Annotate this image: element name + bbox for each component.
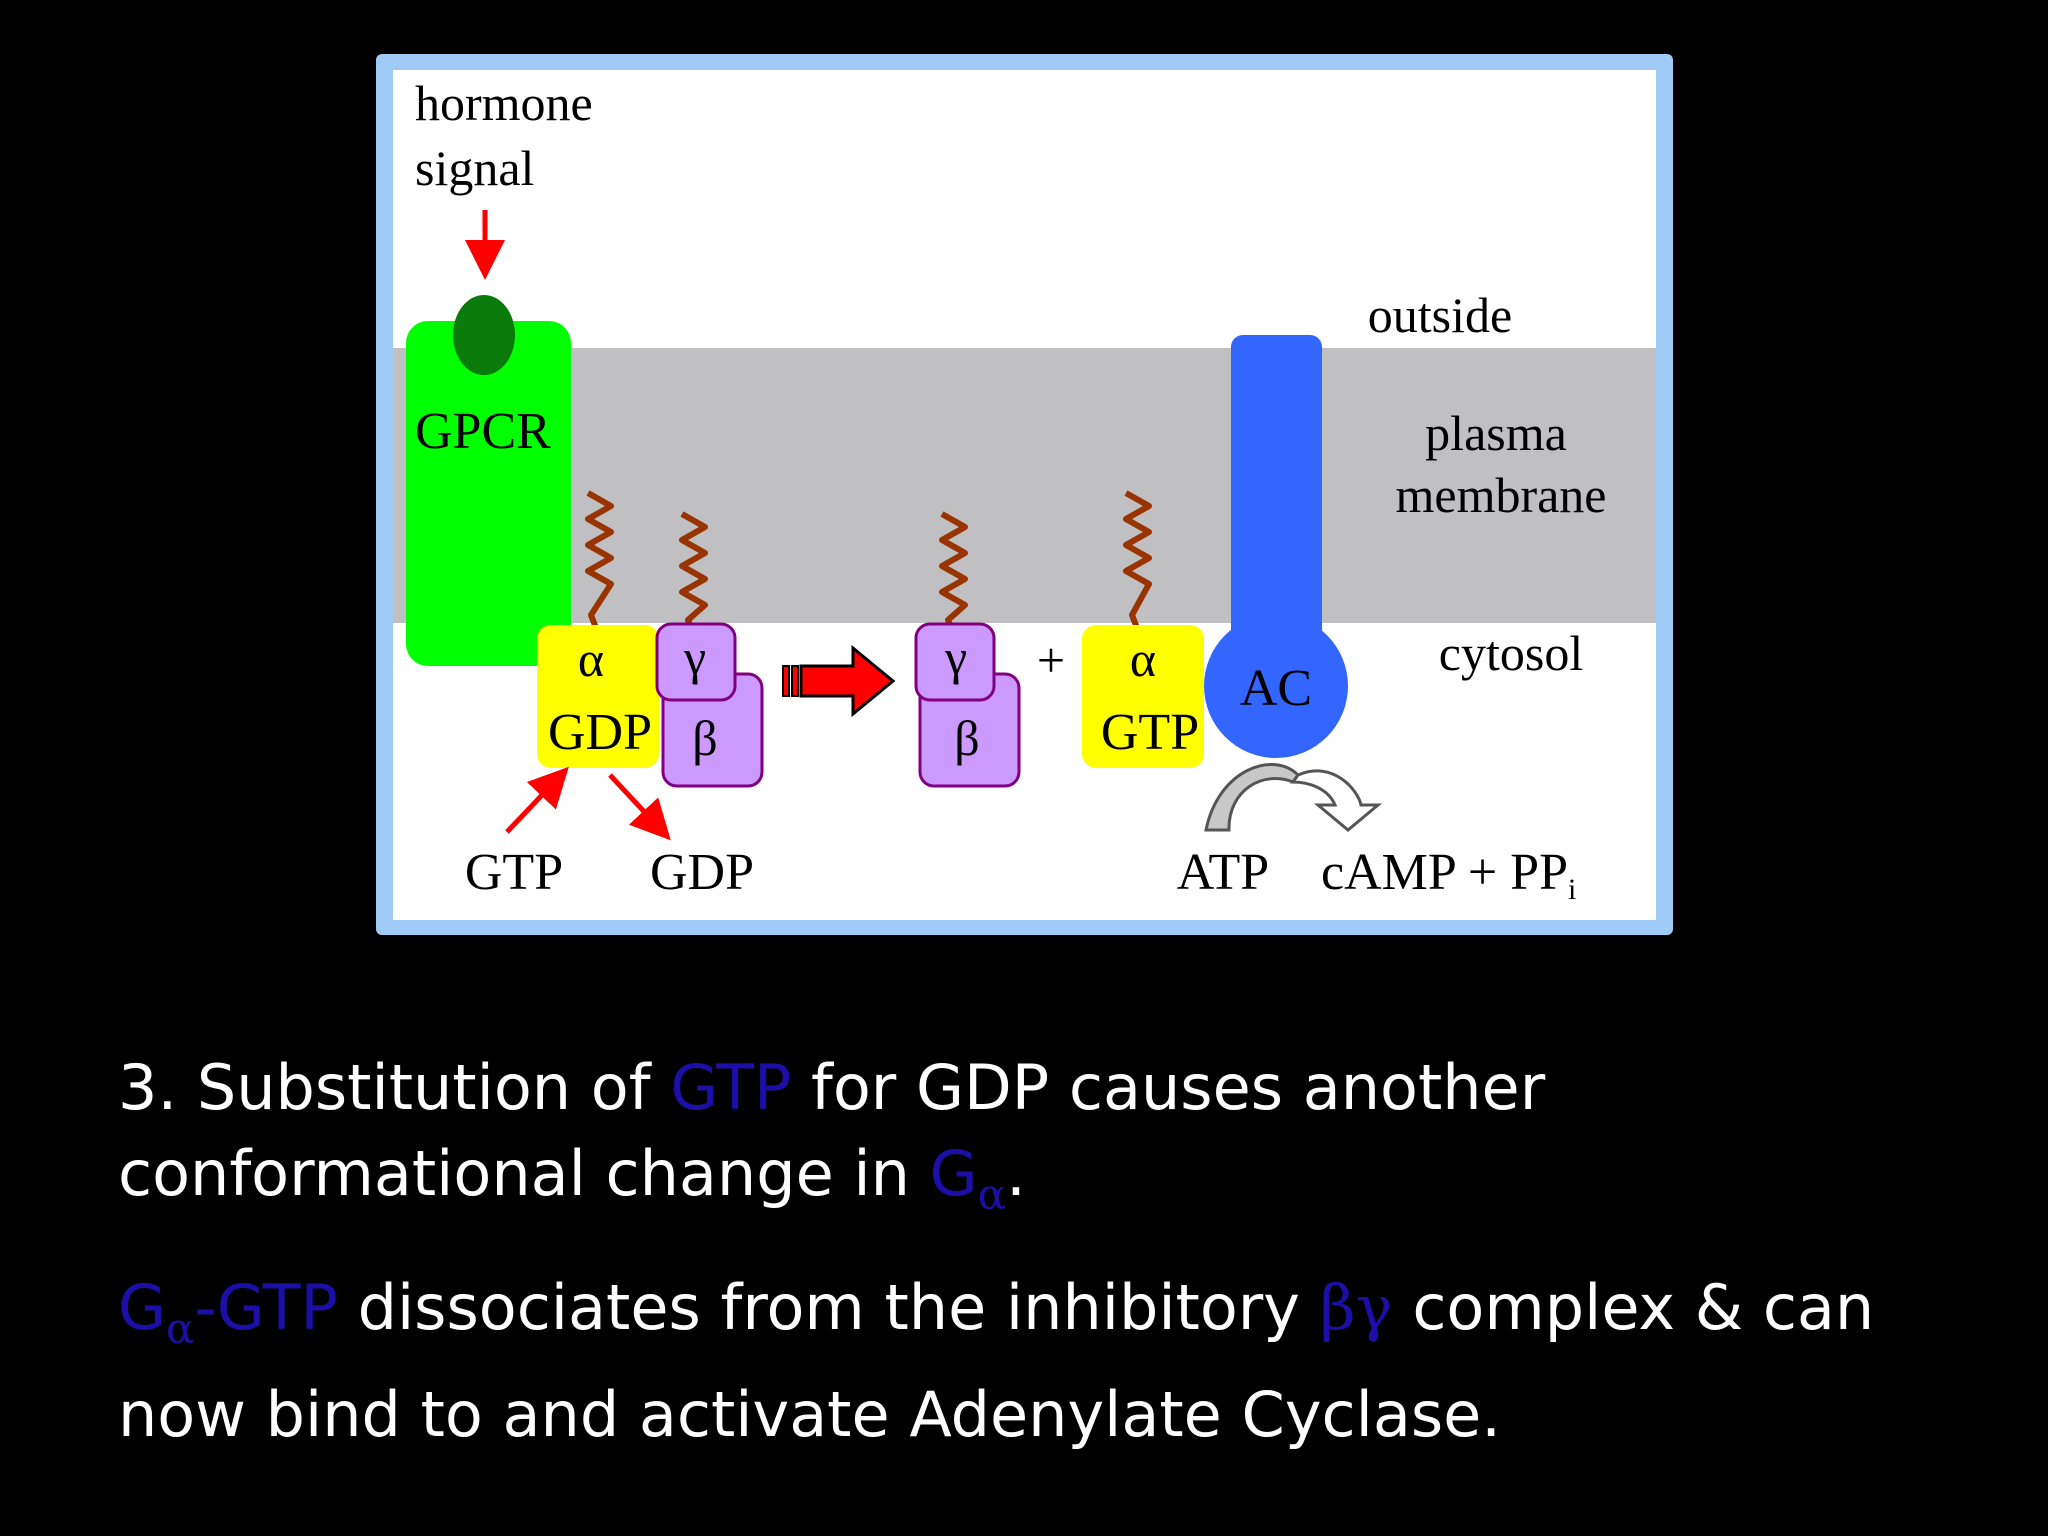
paragraph-2: Gα-GTP dissociates from the inhibitory β… bbox=[118, 1265, 2018, 1458]
beta2-label: β bbox=[954, 710, 979, 766]
p1-alpha-subscript: α bbox=[977, 1170, 1007, 1219]
gamma2-lipid-tail bbox=[939, 511, 968, 634]
paragraph-2-line-2: now bind to and activate Adenylate Cycla… bbox=[118, 1378, 1501, 1451]
alpha-label: α bbox=[578, 631, 604, 687]
signal-label: signal bbox=[415, 140, 534, 196]
reaction-arrow bbox=[1204, 763, 1300, 832]
p1-period: . bbox=[1006, 1137, 1026, 1210]
adenylate-cyclase bbox=[1204, 335, 1348, 758]
p1-gtp-highlight: GTP bbox=[670, 1051, 792, 1124]
plus-sign: + bbox=[1037, 632, 1065, 688]
paragraph-1-line-2: conformational change in Gα. bbox=[118, 1131, 2018, 1238]
diagram-panel: hormone signal GPCR outside plasma membr… bbox=[393, 70, 1656, 920]
plasma-label: plasma bbox=[1425, 405, 1567, 461]
alpha-lipid-tail bbox=[585, 490, 614, 630]
gtp-free-label: GTP bbox=[465, 844, 563, 901]
hormone-ligand bbox=[453, 295, 515, 375]
camp-label: cAMP + PPi bbox=[1321, 844, 1576, 906]
g-gamma-released bbox=[914, 622, 996, 702]
gamma-lipid-tail bbox=[679, 511, 708, 634]
gdp-out-arrow bbox=[608, 773, 671, 841]
gpcr-label: GPCR bbox=[415, 403, 551, 460]
p1-text-b: for GDP causes another bbox=[791, 1051, 1546, 1124]
gamma-label: γ bbox=[683, 629, 706, 685]
alpha2-lipid-tail bbox=[1123, 490, 1152, 630]
p1-g-highlight: G bbox=[929, 1137, 978, 1210]
g-alpha-gdp bbox=[537, 625, 659, 768]
gdp-bound-label: GDP bbox=[548, 704, 652, 761]
pp-subscript: i bbox=[1568, 873, 1576, 906]
alpha2-label: α bbox=[1130, 631, 1156, 687]
gamma2-label: γ bbox=[944, 629, 967, 685]
paragraph-2-line-1: Gα-GTP dissociates from the inhibitory β… bbox=[118, 1265, 2018, 1372]
gtp-in-arrow bbox=[505, 766, 569, 834]
p2-alpha-subscript: α bbox=[166, 1304, 195, 1353]
gtp-bound-label: GTP bbox=[1101, 704, 1199, 761]
p2-text-a: dissociates from the inhibitory bbox=[337, 1271, 1320, 1344]
beta-label: β bbox=[692, 710, 717, 766]
transition-arrow bbox=[782, 644, 896, 718]
g-gamma bbox=[655, 622, 737, 702]
ac-label: AC bbox=[1240, 660, 1312, 717]
hormone-label: hormone bbox=[415, 75, 593, 131]
outside-label: outside bbox=[1368, 287, 1512, 343]
atp-label: ATP bbox=[1177, 844, 1269, 901]
p2-gtp-highlight: -GTP bbox=[194, 1271, 338, 1344]
g-alpha-gtp bbox=[1082, 625, 1204, 768]
paragraph-1: 3. Substitution of GTP for GDP causes an… bbox=[118, 1045, 2018, 1238]
reaction-arrow-head bbox=[1290, 769, 1383, 832]
p1-text-a: 3. Substitution of bbox=[118, 1051, 671, 1124]
p2-text-b: complex & can bbox=[1392, 1271, 1875, 1344]
cytosol-label: cytosol bbox=[1439, 625, 1583, 681]
gpcr-receptor bbox=[406, 321, 571, 666]
gdp-free-label: GDP bbox=[650, 844, 754, 901]
membrane-label: membrane bbox=[1395, 467, 1606, 523]
p1-text-c: conformational change in bbox=[118, 1137, 930, 1210]
p2-g-highlight: G bbox=[118, 1271, 167, 1344]
paragraph-1-line-1: 3. Substitution of GTP for GDP causes an… bbox=[118, 1045, 2018, 1131]
p2-betagamma-highlight: βγ bbox=[1319, 1271, 1393, 1344]
